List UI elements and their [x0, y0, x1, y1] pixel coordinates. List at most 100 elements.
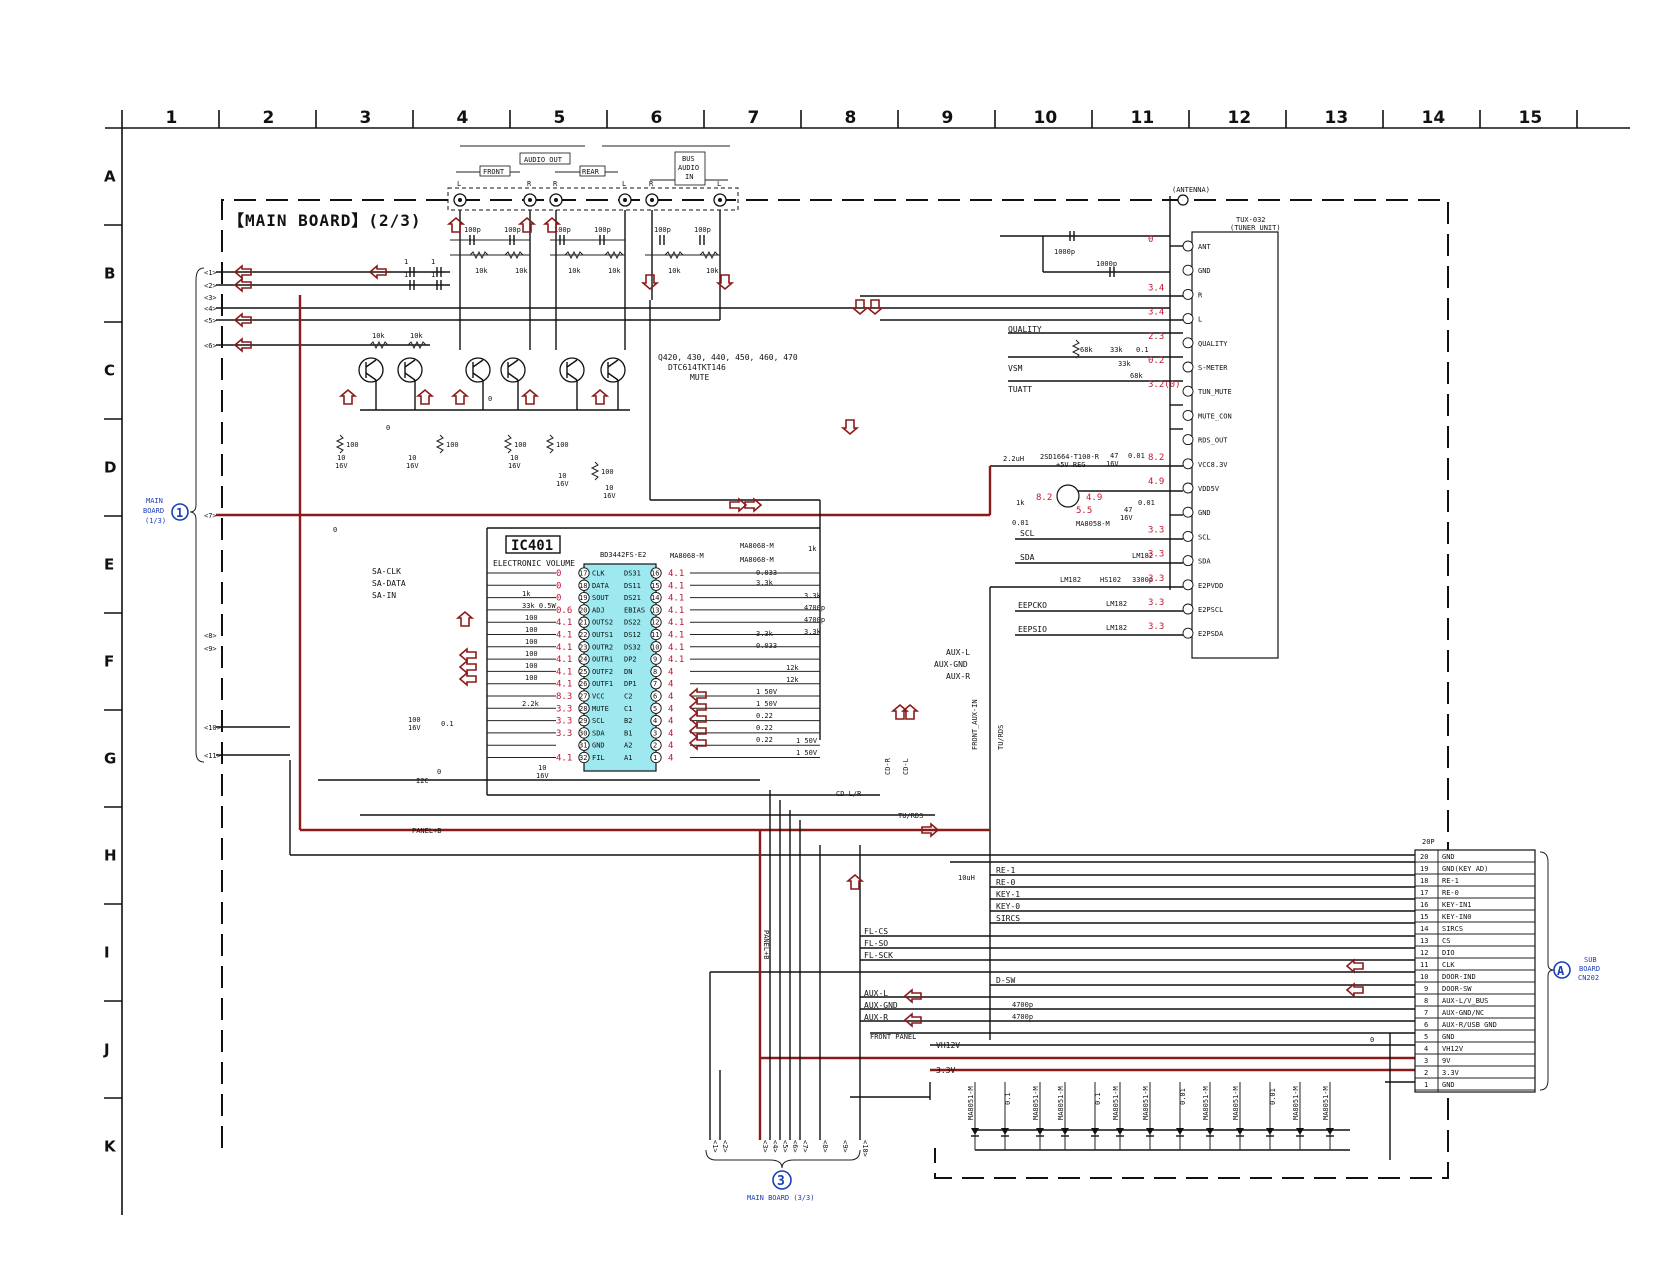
ic401-pin: [578, 665, 590, 678]
zero-value: 0: [1370, 1036, 1374, 1044]
main-board-1-label-3: (1/3): [145, 517, 166, 525]
resistor-value: 10k: [668, 267, 681, 275]
transistor-emitter: [607, 372, 619, 381]
main-board-3-pin: <8>: [821, 1140, 829, 1153]
main-board-1-pin: <6>: [204, 342, 217, 350]
ic401-pin-voltage: 4: [668, 667, 673, 677]
audio-out-header: AUDIO OUT FRONT REAR BUS AUDIO IN: [447, 145, 739, 211]
sa-data-label: SA-DATA: [372, 579, 406, 588]
connector-pin-number: 10: [1420, 973, 1428, 981]
cap-value: 16V: [556, 480, 569, 488]
connector-pin-number: 5: [1424, 1033, 1428, 1041]
ic401-pin: [650, 653, 662, 665]
row-label: D: [104, 459, 116, 477]
ic401-pin-name: DS12: [624, 631, 641, 639]
connector-pin-name: SIRCS: [1442, 925, 1463, 933]
column-label: 6: [651, 108, 663, 128]
signal-labels: SA-CLK SA-DATA SA-IN QUALITY VSM TUATT S…: [372, 325, 1047, 1075]
ic401-pin-name: DN: [624, 668, 632, 676]
resistor: [604, 250, 624, 260]
tu-rds-label: TU/RDS: [898, 812, 923, 820]
signal-arrow-left: [458, 647, 477, 663]
zero-value: 0: [437, 768, 441, 776]
ic401-pin-number: 9: [653, 656, 657, 664]
connector-pin-name: RE-1: [1442, 877, 1459, 885]
tuner-pin-name: L: [1198, 316, 1202, 324]
ic401-pin: [650, 628, 662, 641]
signal-arrow-left: [688, 687, 707, 703]
tuner-pin: [1182, 361, 1194, 373]
ic401-pin-name: OUTF1: [592, 680, 613, 688]
ic401-pin-number: 18: [579, 582, 587, 590]
capacitor-value: 4700p: [1012, 1013, 1033, 1021]
ic401-pin-name: DS21: [624, 594, 641, 602]
ic401-pin-voltage: 4.1: [556, 643, 572, 653]
resistor-value: 68k: [1080, 346, 1093, 354]
transistor-collector: [566, 359, 578, 368]
ic401-pin-voltage: 4: [668, 680, 673, 690]
connector-pin-name: DOOR-IND: [1442, 973, 1476, 981]
signal-arrow-left: [688, 699, 707, 715]
signal-arrow-up: [845, 873, 865, 890]
resistor-value: 1k: [1016, 499, 1025, 507]
resistor: [369, 340, 389, 350]
transistor-emitter: [507, 372, 519, 381]
column-label: 10: [1034, 108, 1058, 128]
main-board-1-pin: <3>: [204, 294, 217, 302]
quality-label: QUALITY: [1008, 325, 1042, 334]
resistor: [504, 250, 524, 260]
main-board-1-connector: 1 MAIN BOARD (1/3): [143, 267, 205, 763]
resistor: [564, 250, 584, 260]
signal-arrow-right: [921, 822, 940, 838]
audio-jack-label: L: [622, 180, 626, 188]
vh12v-label: VH12V: [936, 1041, 960, 1050]
ic401-pin-name: MUTE: [592, 705, 609, 713]
connector-pin-number: 3: [1424, 1057, 1428, 1065]
cd-lr-label: CD L/R: [836, 790, 862, 798]
ic401-pin-number: 15: [651, 582, 659, 590]
column-label: 7: [748, 108, 760, 128]
cap-value: 16V: [335, 462, 348, 470]
resistor-value: 100: [525, 674, 538, 682]
ic401-pin: [650, 690, 662, 702]
audio-jack-label: L: [717, 180, 721, 188]
column-label: 15: [1519, 108, 1543, 128]
cap-value: 10: [337, 454, 345, 462]
column-label: 14: [1422, 108, 1446, 128]
mute-transistor: [397, 357, 423, 383]
resistor-value: 100: [525, 662, 538, 670]
cap-value: 16V: [408, 724, 421, 732]
connector-pin-name: AUX-R/USB GND: [1442, 1021, 1497, 1029]
fl-cs-label: FL-CS: [864, 927, 888, 936]
ic401-pin: [578, 579, 590, 591]
column-label: 5: [554, 108, 566, 128]
ic401-pin-name: DP2: [624, 656, 637, 664]
tuner-pin-name: R: [1198, 291, 1203, 299]
connector-pin-name: KEY-IN1: [1442, 901, 1472, 909]
resistor: [435, 434, 445, 454]
diode-symbol: [1036, 1128, 1044, 1135]
signal-arrow-up: [590, 388, 610, 405]
cap-value: 47: [1110, 452, 1118, 460]
main-board-3-pin: <9>: [841, 1140, 849, 1153]
main-board-1-pin: <7>: [204, 512, 217, 520]
resistor-value: 2.2k: [522, 700, 540, 708]
tuner-pin: [1182, 506, 1194, 518]
ic401-pin-name: SDA: [592, 729, 605, 737]
capacitor-value: 1 50V: [796, 749, 818, 757]
diode-part: MA8051-M: [1202, 1086, 1210, 1120]
signal-arrow-left: [458, 659, 477, 675]
resistor-value: 10k: [706, 267, 719, 275]
ic401-pin-name: OUTS2: [592, 619, 613, 627]
transistor-collector: [365, 359, 377, 368]
ic401-pin: [578, 714, 590, 727]
ic401-pin-name: A2: [624, 742, 632, 750]
audio-jack-label: R: [527, 180, 532, 188]
ic401-pin-voltage: 4.1: [668, 569, 684, 579]
transistor-emitter: [404, 372, 416, 381]
connector-pin-name: GND(KEY AD): [1442, 865, 1488, 873]
ic401-pin-name: A1: [624, 754, 632, 762]
capacitor-value: 0.22: [756, 712, 773, 720]
resistor-value: 3.3k: [756, 579, 774, 587]
